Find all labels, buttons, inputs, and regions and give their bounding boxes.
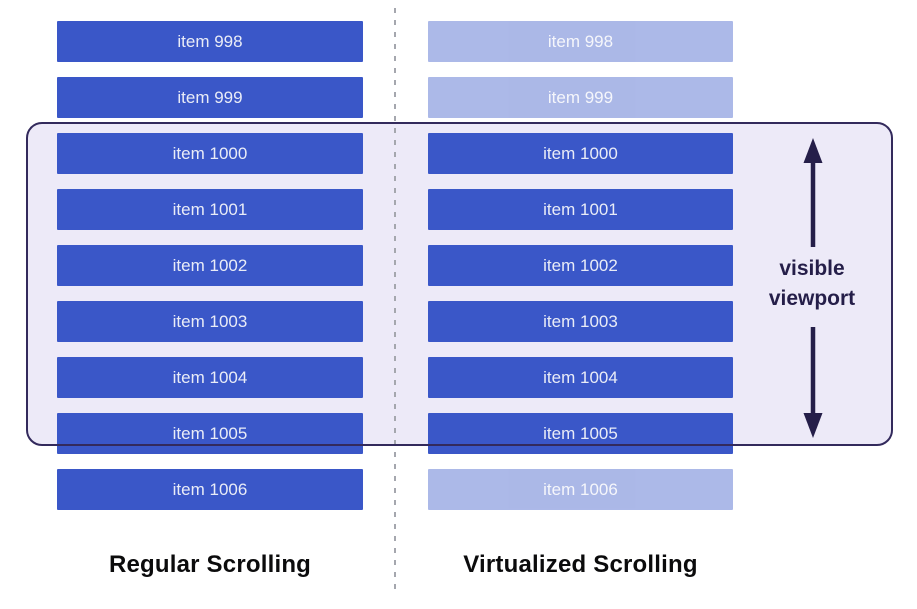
column-divider-dashed-line	[394, 8, 396, 590]
viewport-extent-arrow-icon	[803, 138, 823, 438]
virtualized-scrolling-column: item 998 item 999 item 1000 item 1001 item 1…	[428, 21, 733, 510]
list-item: item 998	[57, 21, 363, 62]
list-item: item 1003	[428, 301, 733, 342]
caption-virtualized-scrolling: Virtualized Scrolling	[463, 551, 698, 578]
list-item: item 1003	[57, 301, 363, 342]
viewport-label-line1: visible	[779, 257, 845, 280]
list-item: item 1001	[428, 189, 733, 230]
list-item: item 999	[428, 77, 733, 118]
list-item: item 1005	[57, 413, 363, 454]
list-item: item 1000	[57, 133, 363, 174]
list-item: item 1004	[428, 357, 733, 398]
list-item: item 1001	[57, 189, 363, 230]
list-item: item 1006	[428, 469, 733, 510]
viewport-label-line2: viewport	[768, 287, 856, 310]
caption-regular-scrolling: Regular Scrolling	[108, 551, 312, 578]
list-item: item 1002	[57, 245, 363, 286]
list-item: item 999	[57, 77, 363, 118]
list-item: item 1006	[57, 469, 363, 510]
viewport-label: visible viewport	[747, 254, 877, 314]
list-item: item 1000	[428, 133, 733, 174]
list-item: item 1004	[57, 357, 363, 398]
list-item: item 1005	[428, 413, 733, 454]
regular-scrolling-column: item 998 item 999 item 1000 item 1001 item 1…	[57, 21, 363, 510]
list-item: item 1002	[428, 245, 733, 286]
list-item: item 998	[428, 21, 733, 62]
